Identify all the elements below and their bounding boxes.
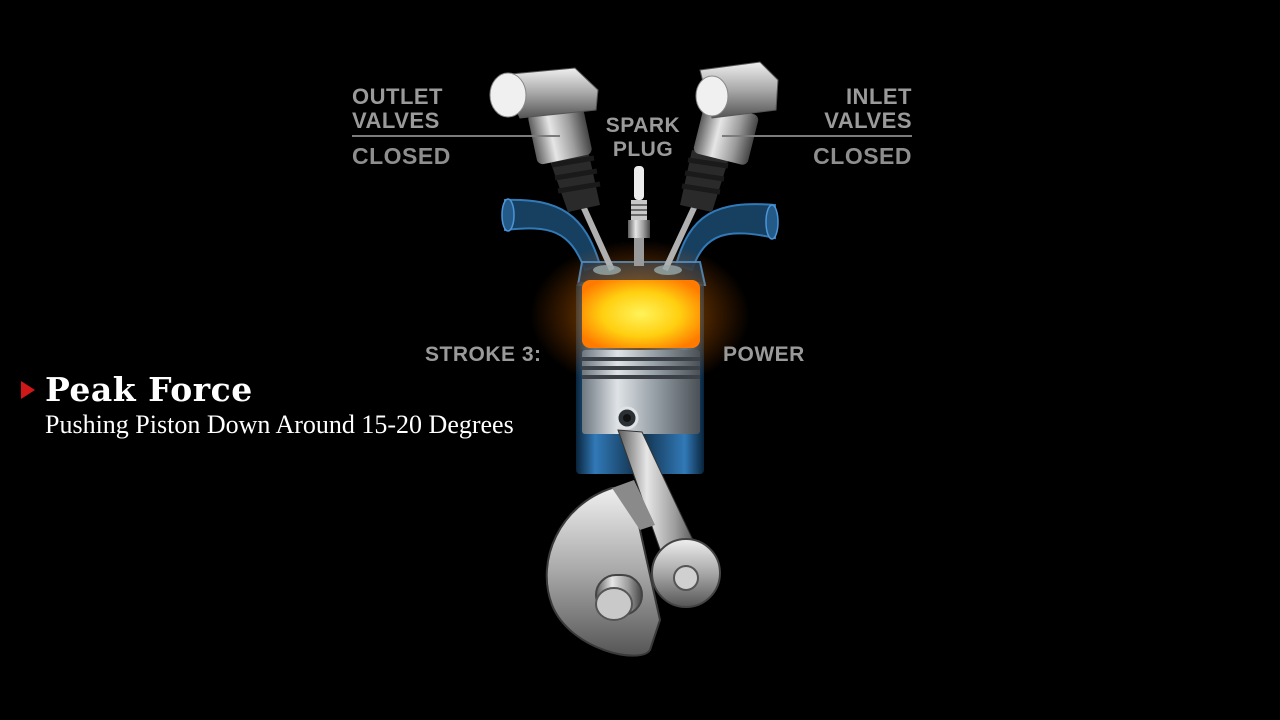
stroke-number-label: STROKE 3:	[425, 343, 542, 366]
outlet-valves-label: OUTLET VALVES	[352, 85, 443, 133]
spark-plug-label: SPARK PLUG	[600, 114, 686, 162]
spark-label-line1: SPARK	[605, 114, 681, 137]
connecting-rod	[617, 429, 721, 608]
piston	[582, 350, 700, 434]
outlet-label-line2: VALVES	[352, 108, 440, 133]
inlet-valve	[654, 61, 779, 275]
spark-label-line2: PLUG	[612, 138, 674, 161]
outlet-label-line1: OUTLET	[352, 84, 443, 109]
caption-subtitle: Pushing Piston Down Around 15-20 Degrees	[45, 410, 514, 439]
inlet-leader-line	[722, 135, 912, 137]
triangle-right-icon	[21, 381, 35, 399]
spark-plug	[628, 166, 650, 266]
outlet-leader-line	[352, 135, 560, 137]
outlet-valves-state: CLOSED	[352, 143, 451, 169]
outlet-valve	[489, 67, 621, 275]
inlet-label-line2: VALVES	[824, 108, 912, 133]
crankshaft	[545, 480, 662, 657]
combustion-chamber	[582, 280, 700, 348]
inlet-valves-label: INLET VALVES	[770, 85, 912, 133]
stroke-name-label: POWER	[723, 343, 805, 366]
caption-title: Peak Force	[45, 370, 253, 409]
inlet-valves-state: CLOSED	[813, 143, 912, 169]
inlet-label-line1: INLET	[845, 84, 912, 109]
